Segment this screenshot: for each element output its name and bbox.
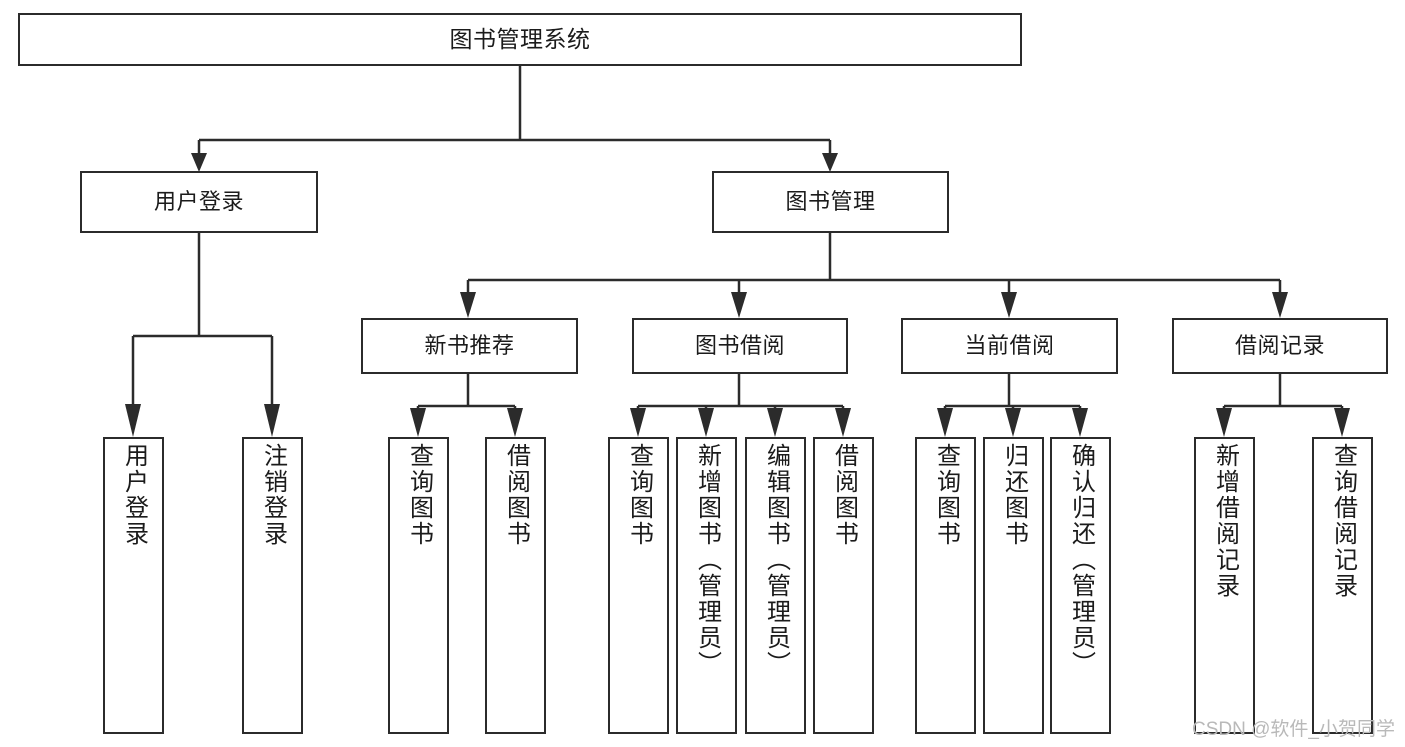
arrowhead-borrow-record	[1272, 292, 1288, 318]
node-borrow-record[interactable]: 借阅记录	[1172, 318, 1388, 374]
node-label: 编辑图书（管理员）	[762, 443, 790, 677]
node-label: 确认归还（管理员）	[1067, 443, 1095, 677]
leaf-borrow-record-add-record[interactable]: 新增借阅记录	[1194, 437, 1255, 734]
node-label: 新增图书（管理员）	[693, 443, 721, 677]
leaf-borrow-record-query-record[interactable]: 查询借阅记录	[1312, 437, 1373, 734]
leaf-current-borrow-return-book[interactable]: 归还图书	[983, 437, 1044, 734]
arrowhead-bb-add-book	[698, 408, 714, 437]
leaf-new-book-query-book[interactable]: 查询图书	[388, 437, 449, 734]
node-label: 图书管理	[785, 189, 876, 215]
leaf-current-borrow-confirm-return[interactable]: 确认归还（管理员）	[1050, 437, 1111, 734]
node-label: 注销登录	[259, 443, 287, 547]
node-label: 查询图书	[932, 443, 960, 547]
leaf-book-borrow-edit-book[interactable]: 编辑图书（管理员）	[745, 437, 806, 734]
node-label: 用户登录	[120, 443, 148, 547]
node-current-borrow[interactable]: 当前借阅	[901, 318, 1118, 374]
node-book-management[interactable]: 图书管理	[712, 171, 949, 233]
node-label: 归还图书	[1000, 443, 1028, 547]
arrowhead-br-query-record	[1334, 408, 1350, 437]
arrowhead-current-borrow	[1001, 292, 1017, 318]
node-label: 查询借阅记录	[1329, 443, 1357, 599]
arrowhead-cb-query-book	[937, 408, 953, 437]
watermark-text: CSDN @软件_小贺同学	[1192, 719, 1395, 740]
arrowhead-leaf-user-login	[125, 404, 141, 437]
node-user-login[interactable]: 用户登录	[80, 171, 318, 233]
arrowhead-br-add-record	[1216, 408, 1232, 437]
node-label: 查询图书	[405, 443, 433, 547]
node-label: 借阅图书	[502, 443, 530, 547]
node-new-book-recommend[interactable]: 新书推荐	[361, 318, 578, 374]
arrowhead-nb-query-book	[410, 408, 426, 437]
node-label: 借阅图书	[830, 443, 858, 547]
node-book-borrow[interactable]: 图书借阅	[632, 318, 848, 374]
arrowhead-book-manage	[822, 153, 838, 172]
node-label: 借阅记录	[1234, 333, 1325, 359]
arrowhead-cb-return-book	[1005, 408, 1021, 437]
leaf-current-borrow-query-book[interactable]: 查询图书	[915, 437, 976, 734]
leaf-new-book-borrow-book[interactable]: 借阅图书	[485, 437, 546, 734]
node-label: 图书借阅	[694, 333, 785, 359]
arrowhead-bb-edit-book	[767, 408, 783, 437]
node-label: 新增借阅记录	[1211, 443, 1239, 599]
leaf-book-borrow-query-book[interactable]: 查询图书	[608, 437, 669, 734]
arrowhead-bb-query-book	[630, 408, 646, 437]
leaf-book-borrow-borrow-book[interactable]: 借阅图书	[813, 437, 874, 734]
node-label: 当前借阅	[964, 333, 1055, 359]
leaf-user-login-logout[interactable]: 注销登录	[242, 437, 303, 734]
node-label: 用户登录	[153, 189, 244, 215]
arrowhead-new-book-recommend	[460, 292, 476, 318]
node-label: 新书推荐	[424, 333, 515, 359]
node-root-book-management-system[interactable]: 图书管理系统	[18, 13, 1022, 66]
arrowhead-bb-borrow-book	[835, 408, 851, 437]
arrowhead-leaf-logout	[264, 404, 280, 437]
arrowhead-nb-borrow-book	[507, 408, 523, 437]
leaf-book-borrow-add-book[interactable]: 新增图书（管理员）	[676, 437, 737, 734]
arrowhead-cb-confirm-return	[1072, 408, 1088, 437]
leaf-user-login-login[interactable]: 用户登录	[103, 437, 164, 734]
node-label: 查询图书	[625, 443, 653, 547]
arrowhead-book-borrow	[731, 292, 747, 318]
arrowhead-user-login	[191, 153, 207, 172]
node-label: 图书管理系统	[449, 25, 591, 52]
